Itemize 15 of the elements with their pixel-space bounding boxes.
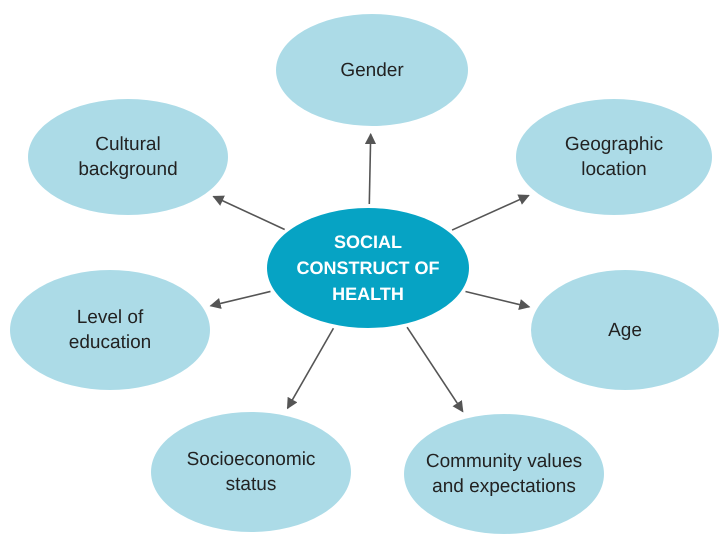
factor-label: Community values and expectations [424, 450, 584, 499]
arrow [406, 326, 464, 412]
factor-label: Gender [340, 58, 404, 82]
central-label: SOCIAL CONSTRUCT OF HEALTH [296, 231, 440, 306]
arrow [212, 196, 285, 230]
factor-label: Level of education [68, 306, 152, 355]
arrow [452, 194, 530, 231]
factor-label: Age [608, 318, 642, 342]
arrow [364, 132, 376, 204]
factor-label: Socioeconomic status [186, 448, 316, 497]
factor-label: Geographic location [564, 133, 664, 182]
arrow [286, 328, 334, 410]
arrow [465, 290, 530, 310]
factor-label: Cultural background [77, 133, 179, 182]
arrow [210, 290, 271, 309]
